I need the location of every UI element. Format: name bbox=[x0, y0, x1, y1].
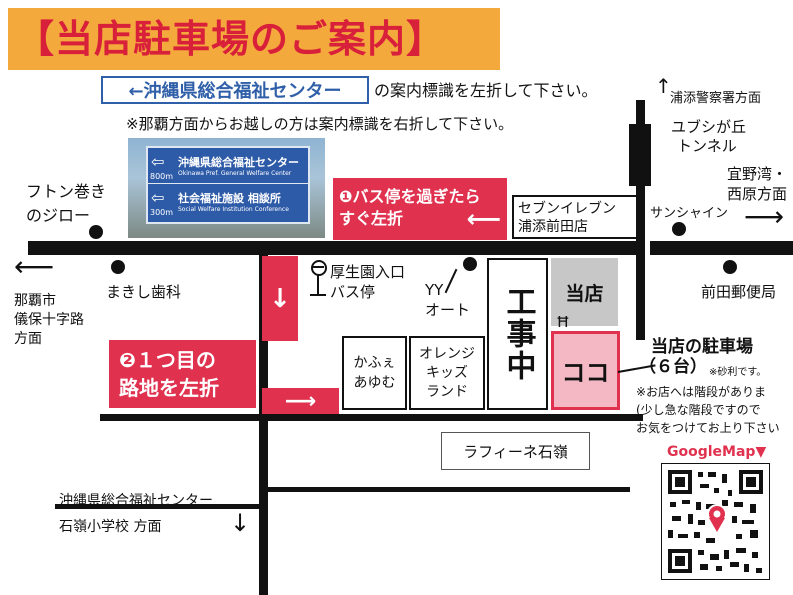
post-office-dot bbox=[723, 260, 737, 274]
bottom-road bbox=[268, 487, 630, 492]
sign-arrow-icon-2: ⇦ bbox=[151, 188, 165, 207]
jiro-dot bbox=[89, 225, 103, 239]
naha-label: 那覇市儀保十字路方面 bbox=[14, 293, 84, 347]
sign-row1-text: 沖縄県総合福祉センター bbox=[178, 156, 299, 169]
sign-arrow-icon: ⇦ bbox=[151, 152, 165, 171]
down-arrow-icon: ↓ bbox=[230, 509, 251, 537]
sign-photo: ⇦ 800m 沖縄県総合福祉センター Okinawa Pref. General… bbox=[128, 138, 325, 238]
sign-row1-sub: Okinawa Pref. General Welfare Center bbox=[178, 170, 292, 177]
right-arrow-box: ⟶ bbox=[262, 388, 339, 414]
bus-stop-icon bbox=[306, 260, 332, 300]
step2-line2: 路地を左折 bbox=[119, 376, 219, 400]
futon-jiro-label: フトン巻きのジロー bbox=[26, 182, 107, 225]
parking-note-2: (少し急な階段ですので bbox=[636, 403, 761, 417]
parking-gravel-note: ※砂利です。 bbox=[709, 367, 767, 378]
sunshine-dot bbox=[672, 222, 686, 236]
makishi-label: まきし歯科 bbox=[106, 283, 182, 301]
sign-row2-sub: Social Welfare Institution Conference bbox=[178, 206, 289, 213]
step1-line2: すぐ左折 bbox=[339, 209, 404, 228]
sign-distance-2: 300m bbox=[150, 208, 174, 217]
down-arrow-box: ↓ bbox=[262, 256, 298, 341]
sign-distance-1: 800m bbox=[150, 172, 174, 181]
our-shop-building: 当店 bbox=[551, 258, 618, 326]
yy-auto-dot bbox=[463, 257, 477, 271]
orange-kids-land: オレンジキッズランド bbox=[409, 336, 485, 410]
makishi-dot bbox=[111, 260, 125, 274]
parking-note-3: お気をつけてお上り下さい bbox=[636, 421, 780, 435]
south-direction-label: 沖縄県総合福祉センター石嶺小学校 方面 bbox=[59, 493, 213, 535]
step2-box: ❷１つ目の 路地を左折 bbox=[109, 340, 256, 408]
instruction-left-turn: の案内標識を左折して下さい。 bbox=[374, 81, 598, 100]
instruction-right-turn: ※那覇方面からお越しの方は案内標識を右折して下さい。 bbox=[126, 115, 514, 133]
step1-line1: ❶バス停を過ぎたら bbox=[339, 187, 481, 206]
sign-divider bbox=[148, 183, 308, 184]
main-road-right bbox=[650, 241, 793, 255]
parking-lot-marker: ココ bbox=[551, 331, 620, 410]
east-arrow-icon: ⟶ bbox=[744, 200, 785, 233]
sign-board: ⇦ 800m 沖縄県総合福祉センター Okinawa Pref. General… bbox=[146, 146, 310, 224]
side-road bbox=[259, 255, 268, 595]
urasoe-police-direction: 浦添警察署方面 bbox=[670, 91, 762, 106]
step2-line1: ❷１つ目の bbox=[119, 348, 216, 372]
seven-eleven-box: セブンイレブン 浦添前田店 bbox=[512, 195, 638, 239]
qr-pattern bbox=[662, 464, 769, 579]
lower-road bbox=[100, 414, 643, 421]
sign-row2-text: 社会福祉施設 相談所 bbox=[178, 192, 281, 205]
ginowan-label: 宜野湾・西原方面 bbox=[727, 165, 788, 203]
tunnel-road bbox=[636, 100, 645, 340]
stairs-icon: Ħ bbox=[556, 313, 570, 331]
up-arrow-icon: ↑ bbox=[655, 74, 672, 98]
googlemap-label: GoogleMap▼ bbox=[667, 444, 767, 460]
parking-title: 当店の駐車場 bbox=[651, 337, 753, 357]
west-arrow-icon: ⟵ bbox=[14, 250, 55, 283]
step1-box: ❶バス停を過ぎたら すぐ左折 ⟵ bbox=[333, 178, 507, 240]
parking-note-1: ※お店へは階段がありま bbox=[636, 385, 767, 399]
left-arrow-icon: ⟵ bbox=[466, 205, 501, 233]
cafe-ayumu: かふぇあゆむ bbox=[342, 336, 407, 410]
main-road bbox=[28, 241, 640, 255]
parking-count: （６台） bbox=[639, 357, 707, 377]
qr-code[interactable] bbox=[661, 463, 770, 580]
construction-building: 工事中 bbox=[487, 258, 548, 410]
page-title: 【当店駐車場のご案内】 bbox=[8, 8, 500, 70]
post-office-label: 前田郵便局 bbox=[701, 283, 777, 301]
south-road bbox=[55, 504, 261, 509]
sunshine-label: サンシャイン bbox=[650, 206, 729, 221]
sign-label: ←沖縄県総合福祉センター bbox=[101, 76, 369, 104]
rafine-ishimine: ラフィーネ石嶺 bbox=[441, 432, 590, 470]
yubushi-tunnel-label: ユブシが丘トンネル bbox=[671, 118, 747, 155]
map-pin-icon bbox=[707, 504, 727, 532]
kouseien-label: 厚生園入口バス停 bbox=[330, 263, 406, 301]
tunnel-block bbox=[629, 124, 651, 186]
